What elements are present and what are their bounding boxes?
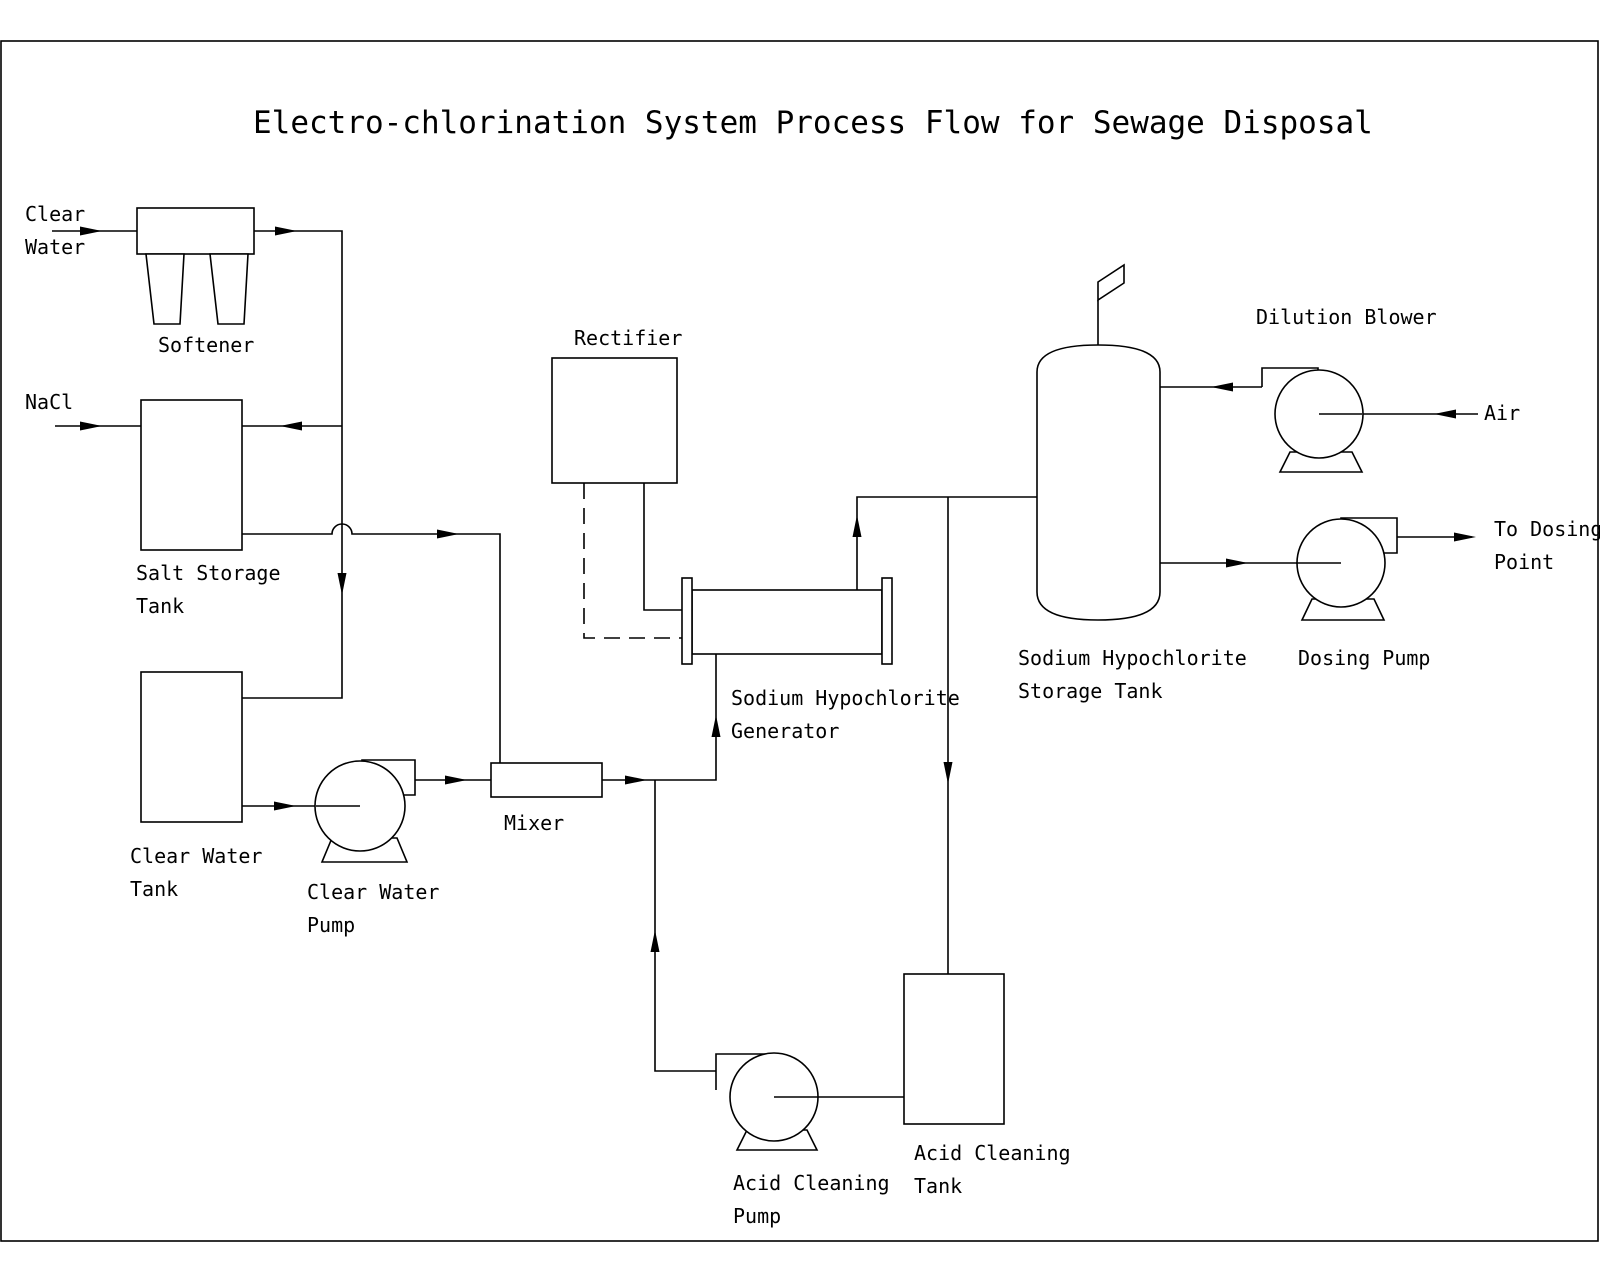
flow-arrow	[80, 226, 102, 236]
flow-arrow	[280, 421, 302, 431]
generator-label: Generator	[731, 719, 839, 743]
clear-water-pump	[314, 759, 416, 863]
salt-storage-tank-label: Tank	[136, 594, 184, 618]
dilution-blower	[1261, 367, 1364, 473]
flow-arrow	[274, 801, 296, 811]
clear-water-tank	[140, 671, 243, 823]
acid-cleaning-tank-label: Acid Cleaning	[914, 1141, 1071, 1165]
air-label: Air	[1484, 401, 1520, 425]
generator-outlet-line	[856, 496, 1037, 590]
piping	[52, 230, 1478, 1098]
flow-arrow	[1211, 382, 1233, 392]
acid-cleaning-pump	[715, 1052, 819, 1151]
acid-cleaning-tank	[903, 973, 1005, 1125]
dilution-blower-label: Dilution Blower	[1256, 305, 1437, 329]
acid-cleaning-pump-label: Acid Cleaning	[733, 1171, 890, 1195]
dosing-point-label: To Dosing	[1494, 517, 1600, 541]
salt-storage-tank	[140, 399, 243, 551]
diagram-title: Electro-chlorination System Process Flow…	[253, 105, 1373, 141]
clear-water-inlet-label: Clear	[25, 202, 85, 226]
mixer-label: Mixer	[504, 811, 564, 835]
storage-tank-label: Sodium Hypochlorite	[1018, 646, 1247, 670]
salt-storage-tank-label: Salt Storage	[136, 561, 281, 585]
softener-label: Softener	[158, 333, 254, 357]
flow-arrows	[80, 226, 1476, 952]
softener-unit	[136, 207, 255, 325]
rectifier-cable-positive	[643, 483, 682, 611]
sodium-hypochlorite-storage-tank	[1036, 263, 1161, 621]
flow-arrow	[625, 775, 647, 785]
flow-arrow	[445, 775, 467, 785]
nacl-label: NaCl	[25, 390, 73, 414]
drawing-frame	[0, 40, 1599, 1242]
vent-flag-icon	[1097, 263, 1125, 302]
softened-water-header	[242, 230, 343, 699]
brine-line	[242, 523, 501, 780]
clear-water-inlet-label: Water	[25, 235, 85, 259]
sodium-hypochlorite-generator	[681, 577, 893, 665]
dosing-pump-label: Dosing Pump	[1298, 646, 1430, 670]
generator-label: Sodium Hypochlorite	[731, 686, 960, 710]
rectifier-cable-negative	[583, 483, 682, 639]
mixer	[490, 762, 603, 798]
dosing-pump	[1296, 517, 1398, 621]
acid-cleaning-pump-label: Pump	[733, 1204, 781, 1228]
mixer-to-generator-line	[602, 654, 717, 781]
flow-arrow	[437, 529, 459, 539]
flow-arrow	[1226, 558, 1248, 568]
rectifier-label: Rectifier	[574, 326, 682, 350]
flow-arrow	[711, 715, 721, 737]
flow-arrow	[852, 515, 862, 537]
clear-water-pump-label: Clear Water	[307, 880, 439, 904]
flow-arrow	[943, 762, 953, 784]
flow-arrow	[650, 930, 660, 952]
flow-arrow	[337, 573, 347, 595]
acid-return-line	[654, 780, 716, 1072]
flow-arrow	[1454, 532, 1476, 542]
flow-arrow	[80, 421, 102, 431]
labels: Clear Water Softener NaCl Salt Storage T…	[25, 202, 1600, 1228]
acid-cleaning-tank-label: Tank	[914, 1174, 962, 1198]
clear-water-pump-label: Pump	[307, 913, 355, 937]
dosing-point-label: Point	[1494, 550, 1554, 574]
storage-tank-label: Storage Tank	[1018, 679, 1163, 703]
flow-arrow	[275, 226, 297, 236]
clear-water-tank-label: Tank	[130, 877, 178, 901]
rectifier	[551, 357, 678, 484]
flow-arrow	[1434, 409, 1456, 419]
clear-water-tank-label: Clear Water	[130, 844, 262, 868]
